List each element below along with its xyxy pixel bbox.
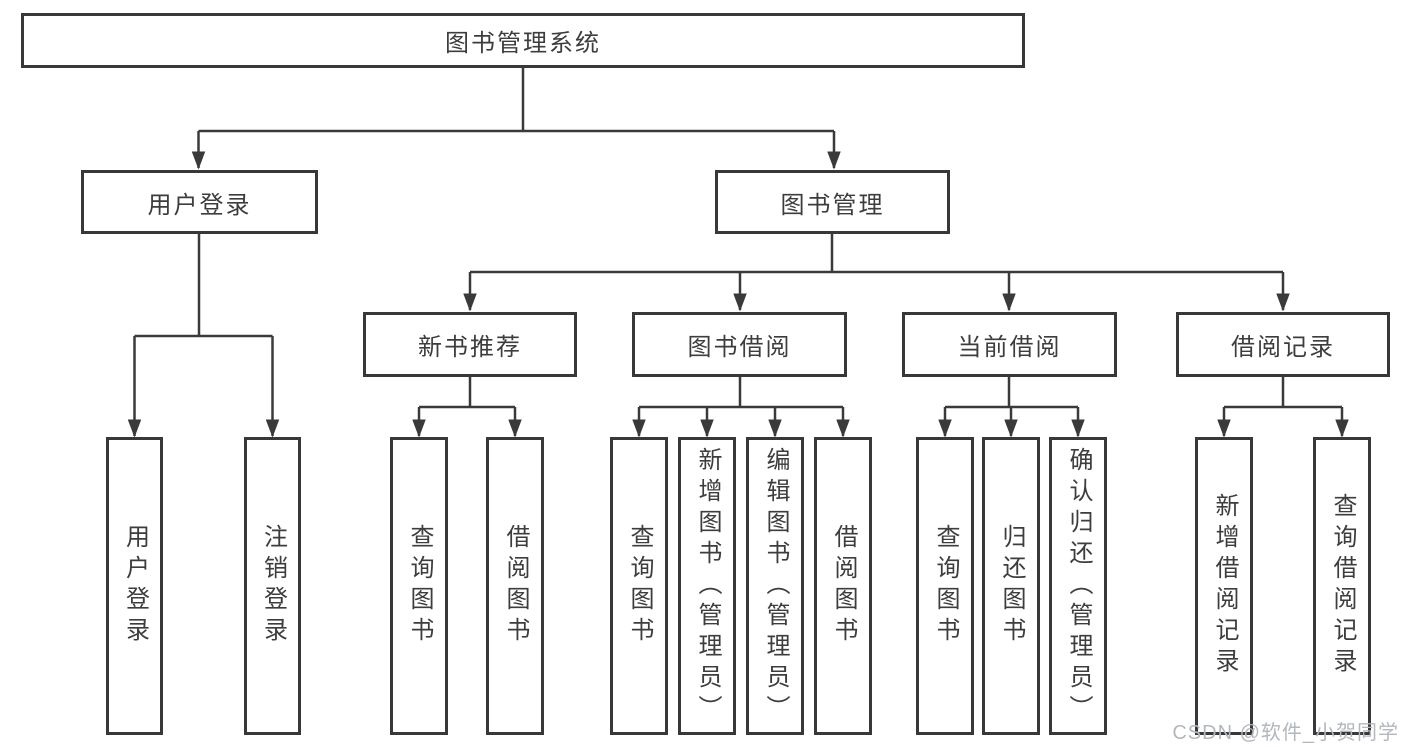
leaf-return-book: 归还图书 [982,437,1040,735]
leaf-user-login: 用户登录 [106,437,163,735]
watermark: CSDN @软件_小贺同学 [1172,722,1399,744]
node-book-management-label: 图书管理 [780,191,885,219]
leaf-borrow-books-recommend: 借阅图书 [486,437,544,735]
leaf-logout: 注销登录 [244,437,301,735]
leaf-confirm-return-admin: 确认归还（管理员） [1049,437,1107,735]
node-root: 图书管理系统 [21,13,1025,68]
leaf-query-books-borrow-label: 查询图书 [626,524,653,648]
node-borrow-records-label: 借阅记录 [1231,334,1335,361]
node-borrow-records: 借阅记录 [1176,312,1390,377]
leaf-add-borrow-record-label: 新增借阅记录 [1211,493,1238,679]
node-book-borrow: 图书借阅 [632,312,847,377]
leaf-logout-label: 注销登录 [259,524,287,648]
leaf-edit-book-admin: 编辑图书（管理员） [746,437,804,735]
node-book-borrow-label: 图书借阅 [687,334,792,361]
leaf-query-books-recommend: 查询图书 [390,437,448,735]
node-new-book-recommend-label: 新书推荐 [418,334,522,361]
node-current-borrow-label: 当前借阅 [957,334,1062,361]
node-new-book-recommend: 新书推荐 [363,312,577,377]
leaf-query-borrow-record: 查询借阅记录 [1313,437,1371,735]
leaf-user-login-label: 用户登录 [121,524,149,648]
node-book-management: 图书管理 [715,170,950,234]
leaf-query-books-borrow: 查询图书 [610,437,668,735]
leaf-borrow-books-recommend-label: 借阅图书 [502,524,529,648]
node-user-login: 用户登录 [81,170,318,234]
leaf-add-book-admin: 新增图书（管理员） [678,437,736,735]
leaf-add-borrow-record: 新增借阅记录 [1195,437,1253,735]
leaf-return-book-label: 归还图书 [998,524,1025,648]
leaf-borrow-books: 借阅图书 [814,437,872,735]
node-user-login-label: 用户登录 [147,191,252,219]
leaf-query-books-current-label: 查询图书 [932,524,959,648]
leaf-edit-book-admin-label: 编辑图书（管理员） [762,446,789,726]
node-root-label: 图书管理系统 [445,30,601,57]
leaf-confirm-return-admin-label: 确认归还（管理员） [1065,446,1092,726]
leaf-borrow-books-label: 借阅图书 [830,524,857,648]
leaf-add-book-admin-label: 新增图书（管理员） [694,446,721,726]
leaf-query-books-current: 查询图书 [916,437,974,735]
leaf-query-books-recommend-label: 查询图书 [406,524,433,648]
node-current-borrow: 当前借阅 [902,312,1117,377]
leaf-query-borrow-record-label: 查询借阅记录 [1329,493,1356,679]
